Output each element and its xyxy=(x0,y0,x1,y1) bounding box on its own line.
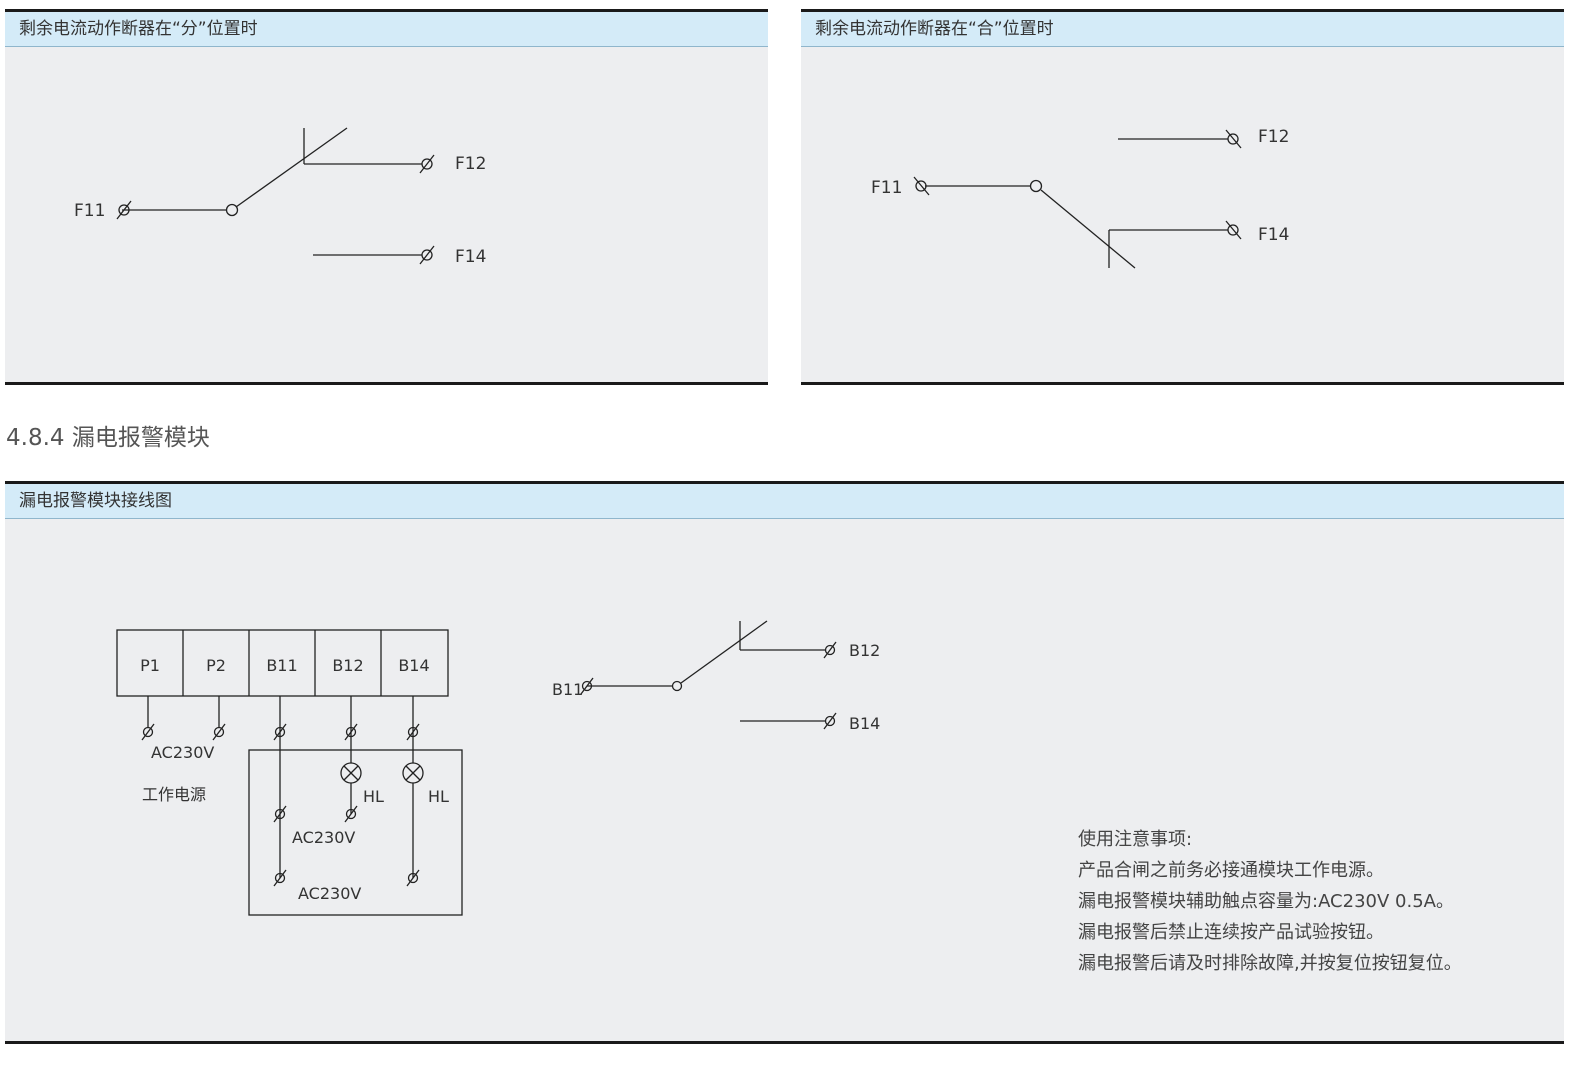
terminal-label-p1: P1 xyxy=(140,656,160,675)
terminal-f11 xyxy=(915,180,927,192)
terminal-p1 xyxy=(142,726,154,738)
circuit-voltage-label-1: AC230V xyxy=(292,828,355,847)
open-contact-diagram: F11 F12 F14 xyxy=(74,127,486,267)
notes-heading: 使用注意事项: xyxy=(1078,829,1193,850)
terminal-label-b14: B14 xyxy=(398,656,429,675)
note-item: 漏电报警模块辅助触点容量为:AC230V 0.5A。 xyxy=(1078,891,1454,912)
lamp-label-1: HL xyxy=(363,787,384,806)
contact-label-b14: B14 xyxy=(849,714,880,733)
terminal-f14 xyxy=(1227,224,1239,236)
label-f14: F14 xyxy=(455,247,486,267)
terminal-f14 xyxy=(421,249,433,261)
contact-terminal-b11 xyxy=(581,680,593,692)
panel-closed-position: 剩余电流动作断器在“合”位置时 F11 F12 F14 xyxy=(801,9,1564,385)
panel-closed-title: 剩余电流动作断器在“合”位置时 xyxy=(801,12,1564,47)
section-title: 4.8.4 漏电报警模块 xyxy=(6,425,210,451)
terminal-f12 xyxy=(1227,133,1239,145)
terminal-p2 xyxy=(213,726,225,738)
note-item: 漏电报警后请及时排除故障,并按复位按钮复位。 xyxy=(1078,953,1462,974)
contact-label-b12: B12 xyxy=(849,641,880,660)
terminal-label-p2: P2 xyxy=(206,656,226,675)
lamp-label-2: HL xyxy=(428,787,449,806)
label-f11: F11 xyxy=(871,178,902,198)
terminal-f12 xyxy=(421,158,433,170)
terminal-b11 xyxy=(274,726,286,738)
pivot-node xyxy=(225,203,239,217)
panel-open-title: 剩余电流动作断器在“分”位置时 xyxy=(5,12,768,47)
terminal-label-b11: B11 xyxy=(266,656,297,675)
pivot-node xyxy=(671,680,683,692)
wiring-diagram: P1 P2 B11 B12 B14 AC230V 工作电源 HL HL AC23… xyxy=(116,620,880,916)
contact-terminal-b12 xyxy=(824,644,836,656)
label-f14: F14 xyxy=(1258,225,1289,245)
terminal-block xyxy=(116,629,449,697)
terminal-b14 xyxy=(407,726,419,738)
note-item: 漏电报警后禁止连续按产品试验按钮。 xyxy=(1078,922,1384,943)
contact-label-b11: B11 xyxy=(552,680,583,699)
terminal-label-b12: B12 xyxy=(332,656,363,675)
panel-wiring-title: 漏电报警模块接线图 xyxy=(5,484,1564,519)
supply-voltage-label: AC230V xyxy=(151,743,214,762)
terminal-f11 xyxy=(118,204,130,216)
closed-contact-diagram: F11 F12 F14 xyxy=(871,127,1289,269)
pivot-node xyxy=(1029,179,1043,193)
usage-notes: 使用注意事项: 产品合闸之前务必接通模块工作电源。 漏电报警模块辅助触点容量为:… xyxy=(1078,824,1462,979)
load-circuit-box xyxy=(248,749,463,916)
contact-terminal-b14 xyxy=(824,715,836,727)
panel-open-position: 剩余电流动作断器在“分”位置时 F11 F12 F14 xyxy=(5,9,768,385)
circuit-voltage-label-2: AC230V xyxy=(298,884,361,903)
label-f11: F11 xyxy=(74,201,105,221)
note-item: 产品合闸之前务必接通模块工作电源。 xyxy=(1078,860,1384,881)
label-f12: F12 xyxy=(1258,127,1289,147)
label-f12: F12 xyxy=(455,154,486,174)
terminal-b12 xyxy=(345,726,357,738)
panel-wiring-diagram: 漏电报警模块接线图 xyxy=(5,481,1564,1044)
supply-label: 工作电源 xyxy=(142,785,206,804)
